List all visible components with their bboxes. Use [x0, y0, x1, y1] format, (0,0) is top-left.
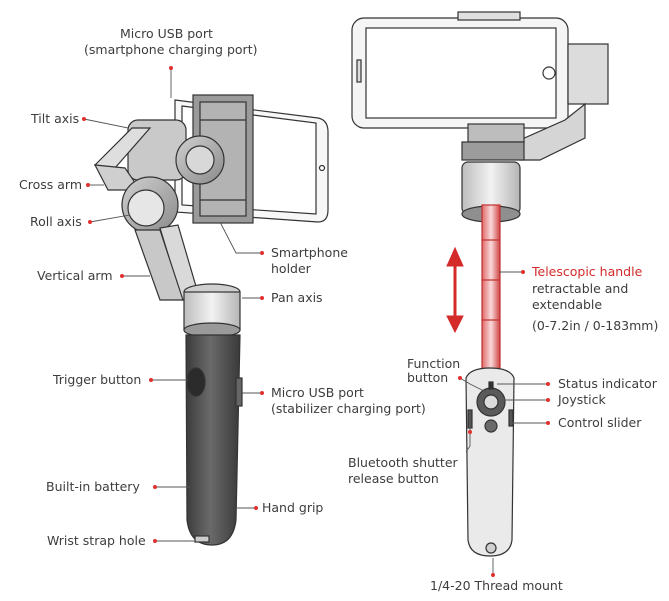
label-joystick: Joystick	[558, 392, 606, 407]
label-bt-shutter-sub: release button	[348, 471, 439, 486]
label-status-indicator: Status indicator	[558, 376, 657, 391]
label-range: (0-7.2in / 0-183mm)	[532, 318, 659, 333]
dot-usb-side	[260, 391, 264, 395]
dot-joystick	[546, 398, 550, 402]
dot-battery	[153, 485, 157, 489]
dot-function	[458, 376, 462, 380]
dot-pan	[260, 296, 264, 300]
label-smartphone-holder-sub: holder	[271, 261, 311, 276]
label-smartphone-holder: Smartphone	[271, 245, 348, 260]
label-tilt-axis: Tilt axis	[31, 111, 80, 126]
label-hand-grip: Hand grip	[262, 500, 324, 515]
label-built-in-battery: Built-in battery	[46, 479, 140, 494]
dot-bt	[468, 430, 472, 434]
label-telescopic-handle: Telescopic handle	[532, 264, 643, 279]
dot-wrist	[153, 539, 157, 543]
label-micro-usb-side: Micro USB port	[271, 385, 364, 400]
label-roll-axis: Roll axis	[30, 214, 82, 229]
label-micro-usb-top-sub: (smartphone charging port)	[84, 42, 258, 57]
leader-lines	[83, 68, 548, 575]
dot-cross-arm	[86, 183, 90, 187]
dot-holder	[260, 251, 264, 255]
dot-grip	[254, 506, 258, 510]
label-function-button-sub: button	[407, 370, 449, 385]
dot-telescopic	[521, 270, 525, 274]
label-extendable: extendable	[532, 297, 603, 312]
label-micro-usb-top: Micro USB port	[120, 26, 213, 41]
right-gimbal	[351, 11, 609, 557]
label-thread-mount: 1/4-20 Thread mount	[430, 578, 563, 593]
dot-slider	[546, 421, 550, 425]
dot-status	[546, 382, 550, 386]
left-gimbal	[93, 94, 329, 546]
label-micro-usb-side-sub: (stabilizer charging port)	[271, 401, 426, 416]
label-trigger-button: Trigger button	[53, 372, 142, 387]
dot-trigger	[149, 378, 153, 382]
label-retractable: retractable and	[532, 281, 629, 296]
extension-arrow	[446, 246, 464, 334]
dot-micro-usb-top	[169, 66, 173, 70]
dot-thread	[491, 573, 495, 577]
label-bt-shutter: Bluetooth shutter	[348, 455, 458, 470]
label-wrist-strap-hole: Wrist strap hole	[47, 533, 146, 548]
label-control-slider: Control slider	[558, 415, 642, 430]
label-vertical-arm: Vertical arm	[37, 268, 113, 283]
label-cross-arm: Cross arm	[19, 177, 82, 192]
dot-roll-axis	[88, 220, 92, 224]
label-pan-axis: Pan axis	[271, 290, 323, 305]
label-function-button: Function	[407, 356, 461, 371]
dot-vertical-arm	[120, 274, 124, 278]
dot-tilt-axis	[82, 117, 86, 121]
